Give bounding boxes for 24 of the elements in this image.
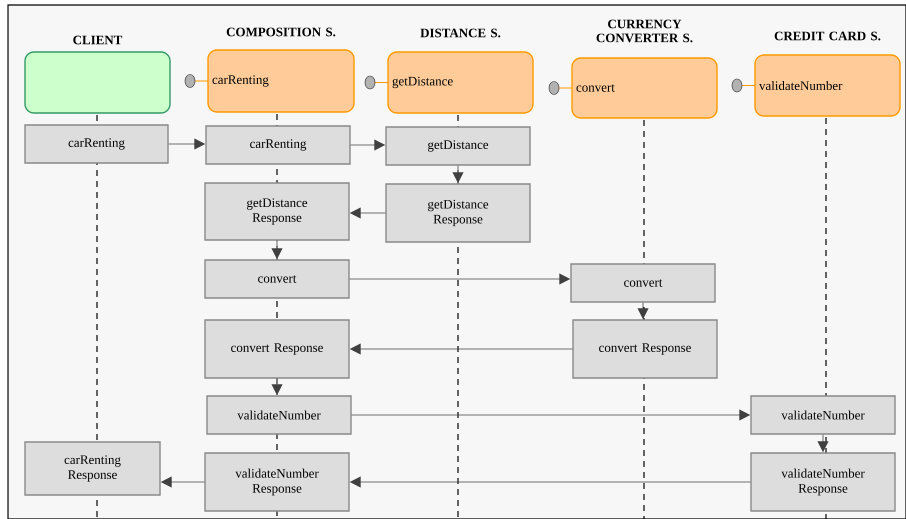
message-box: convert Response: [204, 319, 350, 379]
message-box: validateNumber: [206, 395, 352, 435]
participant-heading: CLIENT: [73, 36, 122, 44]
message-box: getDistance: [385, 126, 531, 166]
service-box: convert: [571, 57, 718, 119]
participant-box: [24, 51, 171, 114]
service-box: carRenting: [207, 49, 355, 113]
message-box: carRenting: [24, 124, 169, 164]
message-box: convert Response: [572, 319, 718, 379]
message-box: validateNumber: [750, 395, 896, 435]
message-box: getDistance Response: [385, 183, 531, 243]
message-box: validateNumber Response: [750, 452, 896, 512]
participant-heading: CURRENCY CONVERTER S.: [596, 20, 692, 42]
service-box: getDistance: [387, 51, 534, 114]
participant-heading: DISTANCE S.: [420, 28, 500, 38]
participant-heading: CREDIT CARD S.: [774, 32, 880, 40]
message-box: getDistance Response: [204, 182, 350, 241]
message-box: convert: [204, 259, 350, 299]
message-box: validateNumber Response: [204, 452, 350, 512]
message-box: carRenting Response: [24, 441, 161, 496]
message-box: convert: [570, 263, 716, 303]
service-box: validateNumber: [754, 54, 901, 117]
participant-heading: COMPOSITION S.: [226, 28, 336, 36]
message-box: carRenting: [205, 125, 351, 165]
